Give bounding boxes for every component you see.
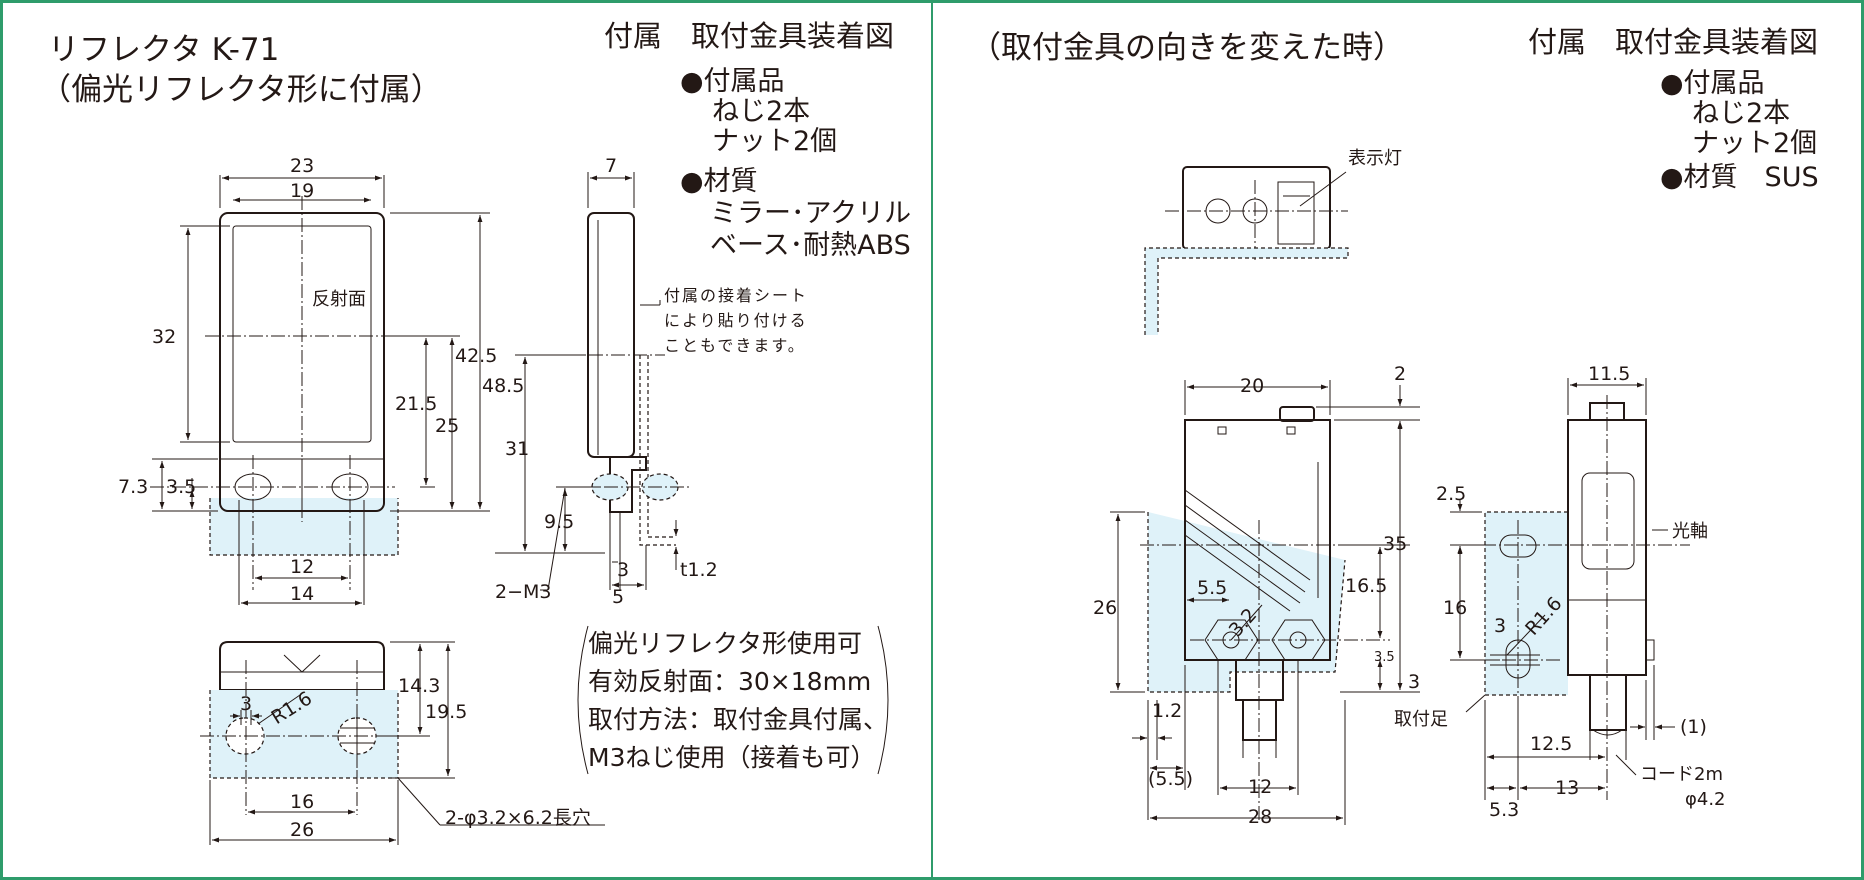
dim-14: 14 xyxy=(290,583,314,605)
sensor-top-view xyxy=(1144,166,1349,335)
right-accessory-item1: ねじ2本 xyxy=(1692,98,1790,129)
dim-7: 7 xyxy=(605,155,617,177)
front-dim-3: 3 xyxy=(1408,671,1420,693)
bottom-dim-3: 3 xyxy=(240,693,252,715)
front-dim-5-5-paren: (5.5) xyxy=(1148,768,1193,790)
dim-9-5: 9.5 xyxy=(544,511,574,533)
reflector-surface-label: 反射面 xyxy=(312,289,366,310)
sensor-side-view xyxy=(1460,395,1690,800)
side-dim-11-5: 11.5 xyxy=(1588,363,1630,385)
left-material2: ベース･耐熱ABS xyxy=(710,230,911,261)
left-accessory-item2: ナット2個 xyxy=(712,126,837,157)
left-accessory-item1: ねじ2本 xyxy=(712,96,810,127)
dim-23: 23 xyxy=(290,155,314,177)
left-accessory-label: ●付属品 xyxy=(680,66,785,97)
front-dim-26: 26 xyxy=(1093,597,1117,619)
dim-side-3: 3 xyxy=(617,559,629,581)
adhesive-note-line1: 付属の接着シート xyxy=(664,286,808,305)
indicator-label: 表示灯 xyxy=(1348,148,1402,169)
front-dim-16-5: 16.5 xyxy=(1345,575,1387,597)
dim-t1-2: t1.2 xyxy=(680,559,718,581)
side-dim-3: 3 xyxy=(1494,615,1506,637)
front-dim-1-2: 1.2 xyxy=(1152,700,1182,722)
side-view-dimensions xyxy=(495,172,679,591)
spec-line4: M3ねじ使用（接着も可） xyxy=(588,743,875,772)
dim-7-3: 7.3 xyxy=(118,476,148,498)
front-dim-20: 20 xyxy=(1240,375,1264,397)
right-title: （取付金具の向きを変えた時） xyxy=(970,30,1404,66)
right-accessory-item2: ナット2個 xyxy=(1692,128,1817,159)
mounting-foot-label: 取付足 xyxy=(1394,709,1448,730)
spec-line1: 偏光リフレクタ形使用可 xyxy=(588,629,862,658)
front-dim-5-5: 5.5 xyxy=(1197,577,1227,599)
bottom-dim-26: 26 xyxy=(290,819,314,841)
dim-25: 25 xyxy=(435,415,459,437)
bottom-view-dimensions xyxy=(209,641,605,845)
reflector-side-view xyxy=(545,212,690,546)
right-accessory-label: ●付属品 xyxy=(1660,68,1765,99)
side-dim-13: 13 xyxy=(1555,777,1579,799)
front-view-dimensions xyxy=(152,175,490,606)
dim-19: 19 xyxy=(290,180,314,202)
side-dim-16: 16 xyxy=(1443,597,1467,619)
bottom-dim-14-3: 14.3 xyxy=(398,675,440,697)
sensor-front-view xyxy=(1140,406,1390,820)
screw-label: 2−M3 xyxy=(495,581,552,603)
spec-line2: 有効反射面：30×18mm xyxy=(588,667,871,696)
cord-label: コード2m xyxy=(1640,764,1723,785)
left-material-label: ●材質 xyxy=(680,166,758,197)
side-dim-5-3: 5.3 xyxy=(1489,799,1519,821)
sensor-front-dimensions xyxy=(1110,380,1420,825)
dim-48-5: 48.5 xyxy=(482,375,524,397)
adhesive-note-line3: こともできます。 xyxy=(664,336,806,355)
front-dim-12: 12 xyxy=(1248,776,1272,798)
dim-12: 12 xyxy=(290,556,314,578)
right-material: ●材質 SUS xyxy=(1660,162,1819,193)
left-title-line1: リフレクタ K-71 xyxy=(48,32,279,68)
front-dim-3-5: 3.5 xyxy=(1374,650,1395,665)
bottom-dim-19-5: 19.5 xyxy=(425,701,467,723)
reflector-bottom-view xyxy=(200,641,400,815)
dim-21-5: 21.5 xyxy=(395,393,437,415)
sensor-side-dimensions xyxy=(1450,378,1675,800)
dim-42-5: 42.5 xyxy=(455,345,497,367)
side-dim-12-5: 12.5 xyxy=(1530,733,1572,755)
dim-31: 31 xyxy=(505,438,529,460)
side-dim-2-5: 2.5 xyxy=(1436,483,1466,505)
optical-axis-label: 光軸 xyxy=(1672,521,1708,542)
front-dim-28: 28 xyxy=(1248,806,1272,828)
bottom-dim-16: 16 xyxy=(290,791,314,813)
dim-3-5: 3.5 xyxy=(166,476,196,498)
right-heading: 付属 取付金具装着図 xyxy=(1528,25,1818,59)
cord-diameter: φ4.2 xyxy=(1685,789,1726,810)
side-dim-1: (1) xyxy=(1680,716,1707,738)
adhesive-note-line2: により貼り付ける xyxy=(664,311,808,330)
left-title-line2: （偏光リフレクタ形に付属） xyxy=(40,72,442,108)
dim-side-5: 5 xyxy=(612,586,624,608)
spec-box xyxy=(577,625,889,775)
slot-label: 2-φ3.2×6.2長穴 xyxy=(445,807,591,829)
reflector-front-view xyxy=(150,196,400,590)
front-dim-2: 2 xyxy=(1394,363,1406,385)
left-heading: 付属 取付金具装着図 xyxy=(604,19,894,53)
dim-32: 32 xyxy=(152,326,176,348)
front-dim-35: 35 xyxy=(1383,533,1407,555)
spec-line3: 取付方法：取付金具付属、 xyxy=(588,705,888,734)
left-material1: ミラー･アクリル xyxy=(710,198,911,229)
